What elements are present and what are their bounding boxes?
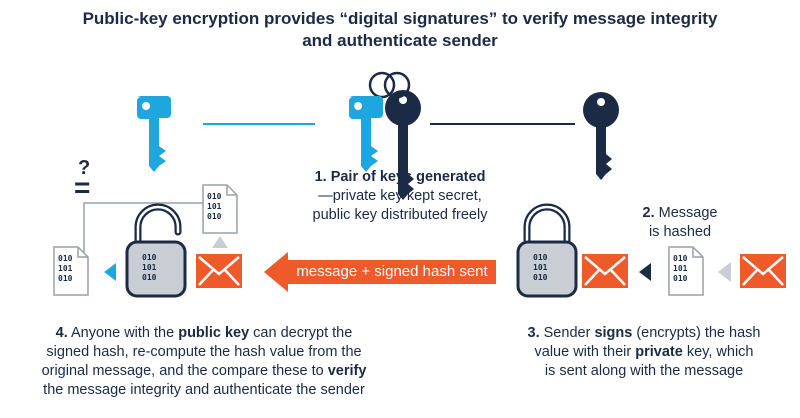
envelope-icon bbox=[580, 252, 630, 290]
doc-binary-open-lock: 010 101 010 bbox=[142, 253, 170, 283]
document-binary-icon bbox=[202, 184, 238, 234]
title-line-2: and authenticate sender bbox=[302, 31, 498, 50]
navy-pointer-icon bbox=[639, 263, 651, 281]
verify-bracket bbox=[83, 202, 208, 263]
binary-line: 101 bbox=[58, 264, 73, 273]
step-3-bold-signs: signs bbox=[594, 325, 633, 341]
step-2-caption: 2. Message is hashed bbox=[620, 204, 740, 242]
binary-line: 010 bbox=[142, 273, 157, 282]
step-4-text: Anyone with the bbox=[71, 325, 175, 341]
binary-line: 101 bbox=[673, 264, 688, 273]
padlock-closed-icon bbox=[516, 203, 578, 298]
document-binary-icon bbox=[668, 246, 704, 296]
binary-line: 010 bbox=[533, 253, 548, 262]
gray-pointer-icon bbox=[212, 236, 228, 248]
binary-line: 010 bbox=[142, 253, 157, 262]
step-3-text: key, which bbox=[686, 344, 754, 360]
step-2-number: 2. bbox=[642, 205, 655, 221]
step-1-line-2: —private key kept secret, bbox=[318, 188, 482, 204]
step-4-bold-verify: verify bbox=[327, 363, 367, 379]
step-4-text: can decrypt the bbox=[253, 325, 353, 341]
step-3-number: 3. bbox=[527, 325, 540, 341]
private-key-icon bbox=[583, 92, 619, 180]
binary-line: 010 bbox=[673, 274, 688, 283]
step-3-caption: 3. Sender signs (encrypts) the hash valu… bbox=[494, 324, 794, 381]
title-line-1: Public-key encryption provides “digital … bbox=[82, 9, 718, 28]
step-3-bold-private: private bbox=[635, 344, 683, 360]
envelope-icon bbox=[738, 252, 788, 290]
binary-line: 010 bbox=[58, 274, 73, 283]
cyan-pointer-icon bbox=[104, 263, 116, 281]
step-4-text: original message, and the compare these … bbox=[41, 363, 324, 379]
step-1-caption: 1. Pair of keys generated —private key k… bbox=[260, 168, 540, 225]
binary-line: 101 bbox=[533, 263, 548, 272]
step-1-heading: Pair of keys generated bbox=[330, 169, 486, 185]
doc-binary-left: 010 101 010 bbox=[58, 254, 86, 284]
binary-line: 010 bbox=[207, 212, 222, 221]
step-3-text: Sender bbox=[543, 325, 591, 341]
doc-binary-top: 010 101 010 bbox=[207, 192, 235, 222]
binary-line: 101 bbox=[142, 263, 157, 272]
step-4-caption: 4. Anyone with the public key can decryp… bbox=[4, 324, 404, 400]
step-1-line-3: public key distributed freely bbox=[312, 207, 488, 223]
envelope-icon bbox=[194, 252, 244, 290]
diagram-title: Public-key encryption provides “digital … bbox=[0, 8, 800, 52]
verify-equals-sign: = bbox=[74, 172, 91, 203]
binary-line: 010 bbox=[533, 273, 548, 282]
public-key-icon bbox=[137, 96, 171, 172]
step-3-line-3: is sent along with the message bbox=[544, 363, 744, 379]
binary-line: 101 bbox=[207, 202, 222, 211]
key-pair-icon bbox=[349, 71, 421, 200]
step-2-line-1: Message bbox=[658, 205, 718, 221]
binary-line: 010 bbox=[58, 254, 73, 263]
binary-line: 010 bbox=[673, 254, 688, 263]
step-4-line-4: the message integrity and authenticate t… bbox=[43, 382, 365, 398]
step-1-number: 1. bbox=[314, 169, 327, 185]
padlock-open-icon bbox=[125, 203, 187, 298]
step-3-text: value with their bbox=[534, 344, 632, 360]
doc-binary-right: 010 101 010 bbox=[673, 254, 701, 284]
doc-binary-closed-lock: 010 101 010 bbox=[533, 253, 561, 283]
step-4-number: 4. bbox=[55, 325, 68, 341]
send-arrow bbox=[264, 252, 496, 292]
step-2-line-2: is hashed bbox=[648, 224, 712, 240]
binary-line: 010 bbox=[207, 192, 222, 201]
step-4-bold-public-key: public key bbox=[178, 325, 250, 341]
arrow-label: message + signed hash sent bbox=[296, 263, 488, 280]
gray-pointer-icon bbox=[718, 262, 731, 282]
step-3-text: (encrypts) the hash bbox=[636, 325, 761, 341]
verify-question-mark: ? bbox=[78, 157, 91, 179]
step-4-line-2: signed hash, re-compute the hash value f… bbox=[46, 344, 362, 360]
document-binary-icon bbox=[53, 246, 89, 296]
